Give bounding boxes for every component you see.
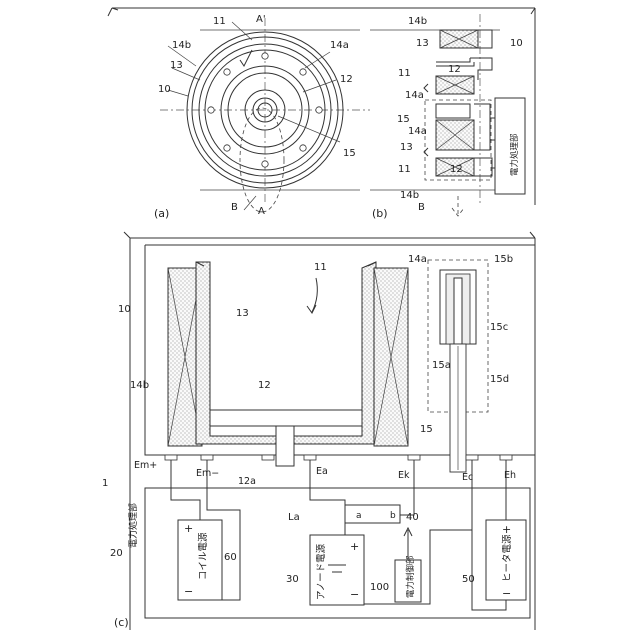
label-14b-c: 14b: [130, 380, 149, 391]
label-14a-a: 14a: [330, 40, 349, 51]
label-A: A: [258, 206, 265, 217]
terminal-ek: Ek: [398, 470, 410, 481]
panel-b-cross-section: [370, 14, 525, 216]
label-15b: 15b: [494, 254, 513, 265]
power-unit-label-b: 電力処理部: [509, 133, 520, 176]
label-40: 40: [406, 512, 419, 523]
label-13-b-mid: 13: [400, 142, 413, 153]
switch-b: b: [390, 511, 396, 521]
switch-a: a: [356, 511, 362, 521]
label-13-c: 13: [236, 308, 249, 319]
label-15a: 15a: [432, 360, 451, 371]
label-100: 100: [370, 582, 389, 593]
label-B-b: B: [418, 202, 425, 213]
power-unit-label: 電力処理部: [127, 503, 139, 548]
label-20: 20: [110, 548, 123, 559]
label-14b-b-top: 14b: [408, 16, 427, 27]
heater-power-label: ヒータ電源: [502, 534, 513, 582]
label-12-c: 12: [258, 380, 271, 391]
label-15-c: 15: [420, 424, 433, 435]
label-10-c: 10: [118, 304, 131, 315]
label-11-a: 11: [213, 16, 226, 27]
label-13-a: 13: [170, 60, 183, 71]
panel-label-c: (c): [114, 616, 129, 629]
label-11-c: 11: [314, 262, 327, 273]
anode-power-plus: +: [350, 540, 359, 553]
label-B-a: B: [231, 202, 238, 213]
terminal-em-plus: Em+: [134, 460, 157, 471]
label-15-b: 15: [397, 114, 410, 125]
terminal-ea: Ea: [316, 466, 328, 477]
label-La: La: [288, 512, 300, 523]
anode-power-minus: −: [350, 588, 359, 601]
heater-power-plus: +: [502, 523, 511, 536]
coil-power-minus: −: [184, 585, 193, 598]
label-14a-b: 14a: [405, 90, 424, 101]
label-1: 1: [102, 478, 108, 489]
heater-power-minus: −: [502, 587, 511, 600]
label-12a: 12a: [238, 476, 256, 487]
anode-power-label: アノード電源: [316, 543, 327, 600]
label-11-b-bot: 11: [398, 164, 411, 175]
label-15d: 15d: [490, 374, 509, 385]
label-14b-b-bot: 14b: [400, 190, 419, 201]
coil-power-plus: +: [184, 522, 193, 535]
label-50: 50: [462, 574, 475, 585]
label-13-b-top: 13: [416, 38, 429, 49]
label-14a-b2: 14a: [408, 126, 427, 137]
label-10-b: 10: [510, 38, 523, 49]
label-12-b-bot: 12: [450, 164, 463, 175]
panel-label-a: (a): [154, 207, 169, 220]
label-12-a: 12: [340, 74, 353, 85]
label-A-prime: A': [256, 14, 266, 25]
label-30: 30: [286, 574, 299, 585]
label-60: 60: [224, 552, 237, 563]
label-14a-c: 14a: [408, 254, 427, 265]
panel-label-b: (b): [372, 207, 388, 220]
coil-power-label: コイル電源: [198, 532, 209, 580]
label-11-b-top: 11: [398, 68, 411, 79]
label-15-a: 15: [343, 148, 356, 159]
label-12-b-top: 12: [448, 64, 461, 75]
label-14b-a: 14b: [172, 40, 191, 51]
label-15c: 15c: [490, 322, 508, 333]
power-control-label: 電力制御部: [405, 555, 416, 598]
label-10-a: 10: [158, 84, 171, 95]
terminal-em-minus: Em−: [196, 468, 219, 479]
